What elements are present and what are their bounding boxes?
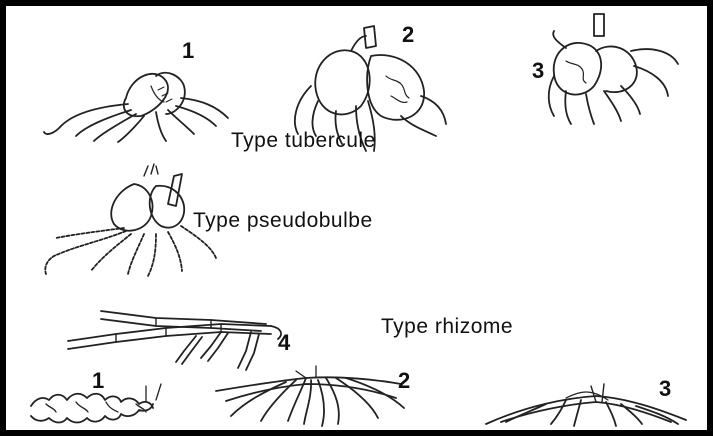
bottom-number-2: 2 bbox=[398, 370, 410, 392]
pseudobulb-drawing bbox=[45, 164, 216, 276]
tuber-number-3: 3 bbox=[532, 60, 544, 82]
type-pseudobulbe-label: Type pseudobulbe bbox=[193, 210, 373, 231]
tuber-number-2: 2 bbox=[402, 24, 414, 46]
rhizome-number-4: 4 bbox=[278, 332, 290, 354]
rhizome-drawing-4 bbox=[68, 311, 281, 370]
bottom-root-drawing-3 bbox=[486, 384, 686, 426]
type-tubercule-label: Type tubercule bbox=[231, 130, 376, 151]
tuber-drawing-3 bbox=[549, 14, 678, 124]
tuber-number-1: 1 bbox=[182, 40, 194, 62]
bottom-root-drawing-2 bbox=[216, 366, 404, 426]
tuber-drawing-1 bbox=[44, 73, 228, 142]
bottom-number-1: 1 bbox=[92, 370, 104, 392]
bottom-number-3: 3 bbox=[659, 378, 671, 400]
type-rhizome-label: Type rhizome bbox=[381, 316, 513, 337]
